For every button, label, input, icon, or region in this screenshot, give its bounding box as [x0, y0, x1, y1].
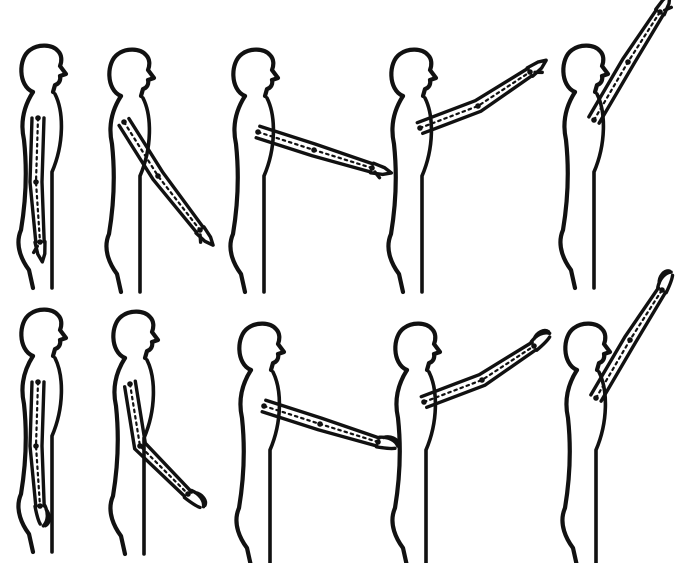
- arm-outline-lower: [42, 382, 44, 506]
- wrist-joint: [185, 491, 191, 497]
- shoulder-joint: [35, 115, 41, 121]
- elbow-joint: [137, 443, 143, 449]
- arm-outline-upper: [119, 125, 196, 232]
- body-outline: [560, 46, 608, 288]
- wrist-joint: [37, 503, 43, 509]
- body-outline: [388, 50, 436, 292]
- elbow-joint: [475, 103, 481, 109]
- elbow-joint: [479, 377, 485, 383]
- body-outline: [110, 312, 158, 554]
- elbow-joint: [33, 443, 39, 449]
- open-hand: [35, 505, 50, 526]
- figure-row1-arm-horizontal: [230, 50, 392, 292]
- shoulder-joint: [255, 129, 261, 135]
- shoulder-joint: [127, 381, 133, 387]
- wrist-joint: [657, 9, 663, 15]
- figure-row1-arm-forward-up: [388, 50, 550, 292]
- figure-row1-arm-at-side: [18, 46, 66, 288]
- shoulder-joint: [121, 119, 127, 125]
- wrist-joint: [197, 227, 203, 233]
- figure-row1-arm-forward-down: [106, 50, 216, 292]
- arm-outline-upper: [599, 14, 663, 123]
- elbow-joint: [311, 147, 317, 153]
- pointing-hand: [33, 242, 46, 263]
- shoulder-joint: [35, 379, 41, 385]
- body-outline: [230, 50, 278, 292]
- arm-outline-lower: [589, 10, 657, 117]
- wrist-joint: [531, 343, 537, 349]
- wrist-joint: [375, 439, 381, 445]
- wrist-joint: [659, 287, 665, 293]
- body-outline: [236, 324, 284, 563]
- shoulder-joint: [261, 403, 267, 409]
- figure-row2-arm-forward-up: [392, 324, 553, 563]
- elbow-joint: [627, 337, 633, 343]
- shoulder-joint: [591, 117, 597, 123]
- wrist-joint: [369, 165, 375, 171]
- wrist-joint: [37, 239, 43, 245]
- figure-row1-arm-overhead: [560, 0, 676, 288]
- elbow-joint: [33, 179, 39, 185]
- figure-row2-arm-at-side: [18, 310, 66, 552]
- shoulder-joint: [417, 125, 423, 131]
- arm-bone-line: [124, 122, 200, 230]
- elbow-joint: [317, 421, 323, 427]
- elbow-joint: [155, 173, 161, 179]
- wrist-joint: [527, 69, 533, 75]
- body-outline: [392, 324, 440, 563]
- shoulder-joint: [421, 399, 427, 405]
- arm-outline-lower: [591, 288, 659, 395]
- elbow-joint: [625, 59, 631, 65]
- shoulder-joint: [593, 395, 599, 401]
- figure-row2-arm-overhead: [562, 269, 677, 563]
- figure-row2-arm-horizontal: [236, 324, 399, 563]
- figure-row2-arm-bent-down: [110, 312, 208, 554]
- body-outline: [562, 324, 610, 563]
- arm-outline-lower: [42, 118, 44, 242]
- arm-outline-upper: [601, 292, 665, 401]
